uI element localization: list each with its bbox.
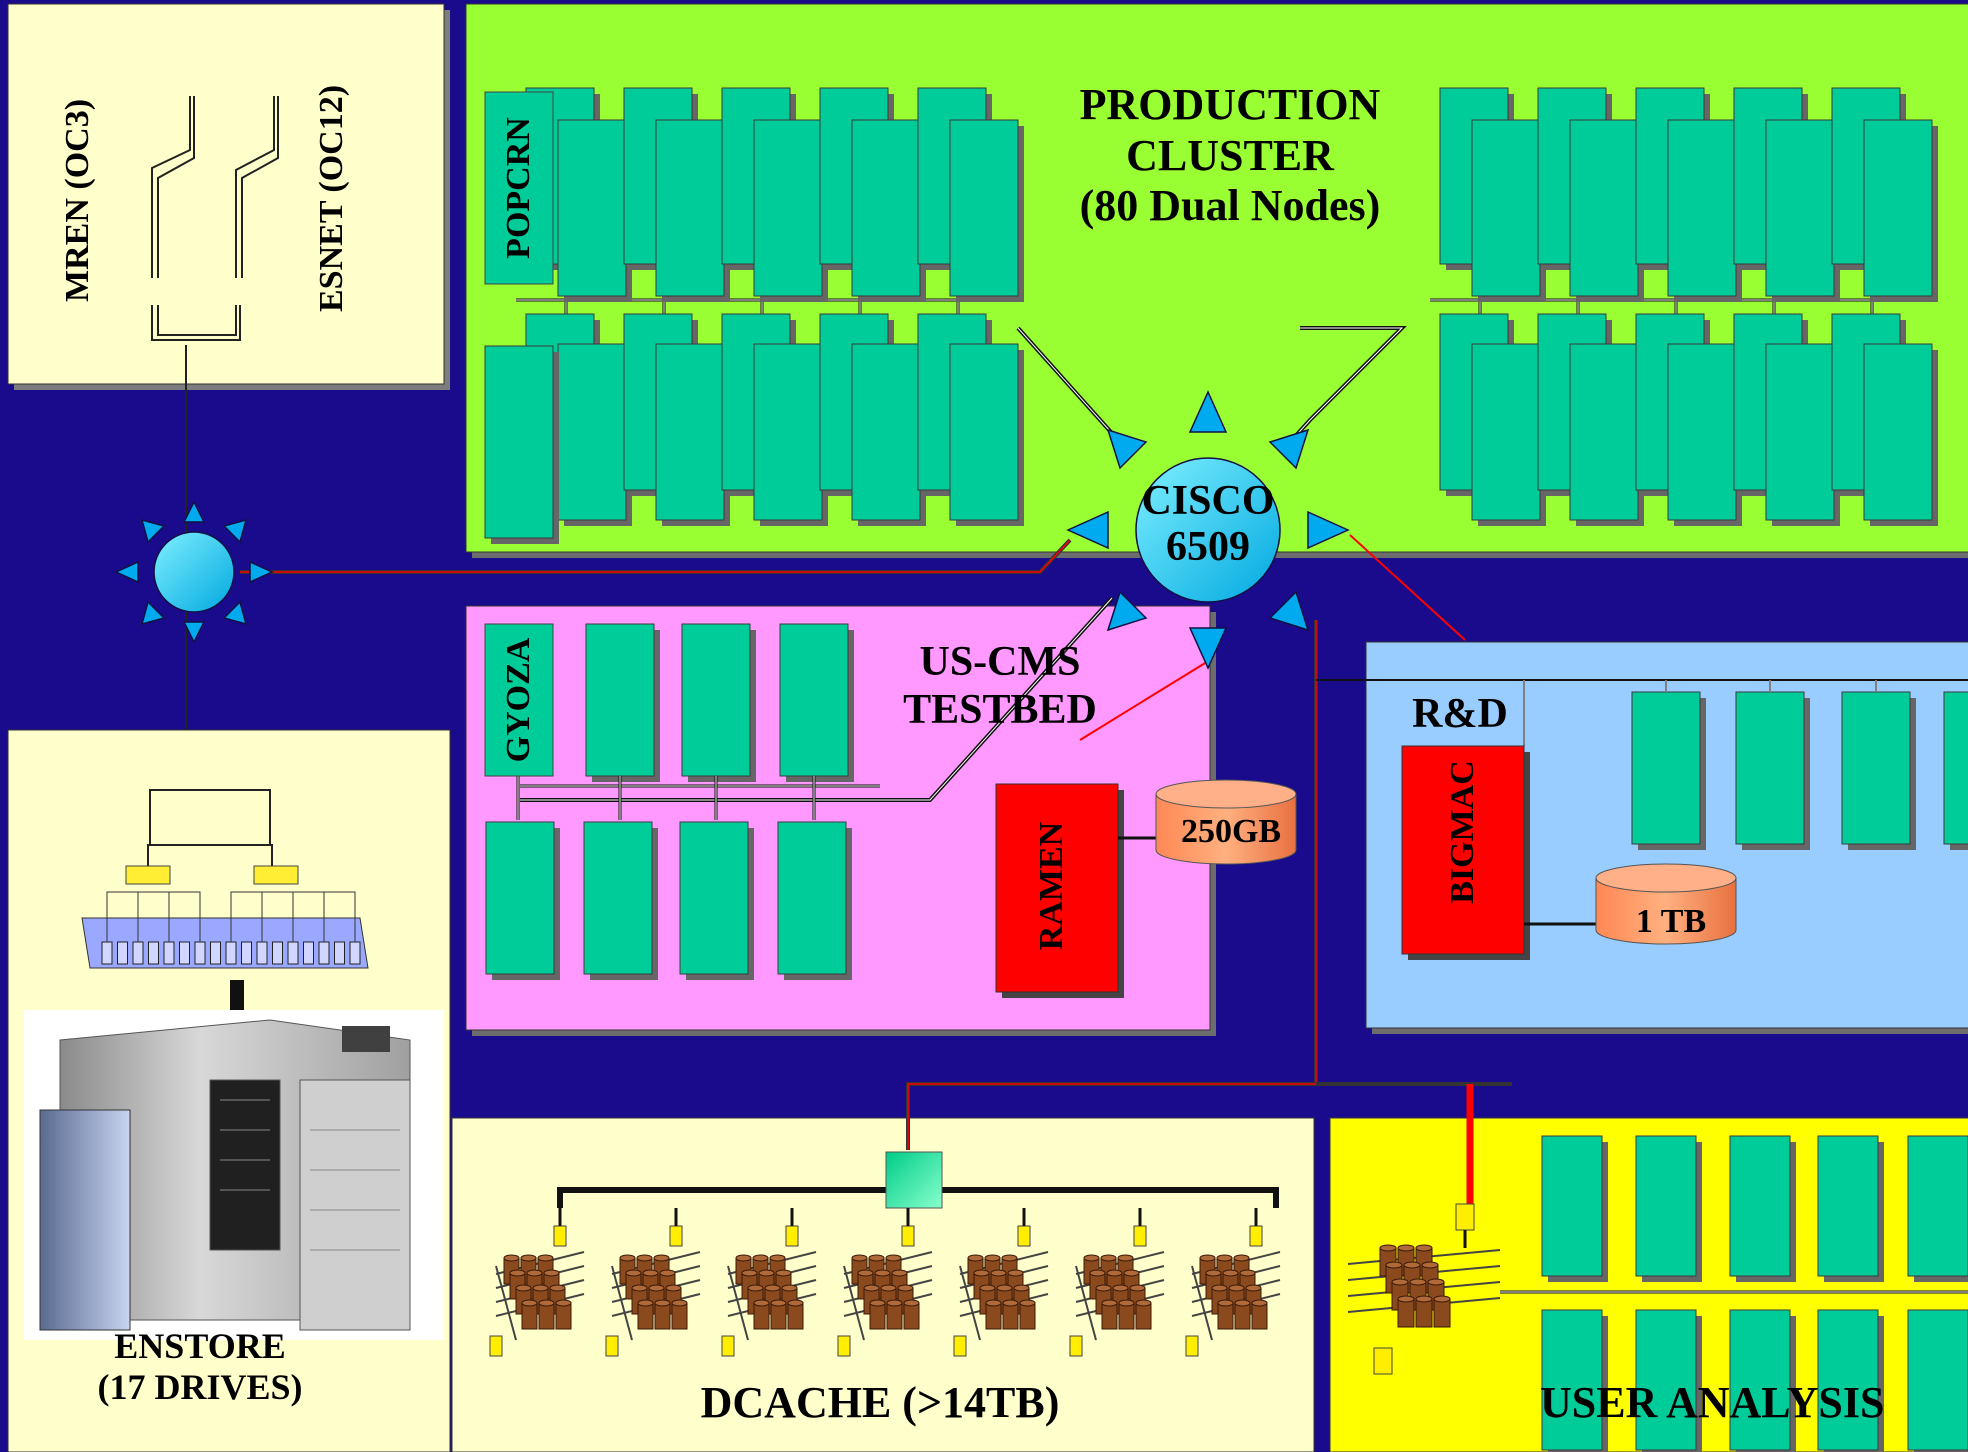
rnd-node <box>1736 692 1810 850</box>
mren-label: MREN (OC3) <box>58 102 98 302</box>
production-node <box>558 344 632 526</box>
testbed-title: US-CMS TESTBED <box>860 638 1140 735</box>
production-node <box>1570 120 1644 302</box>
production-title-line2: CLUSTER <box>1020 131 1440 182</box>
user-analysis-node <box>1542 1136 1608 1282</box>
production-node <box>852 344 926 526</box>
production-node <box>1864 120 1938 302</box>
production-node <box>558 120 632 302</box>
production-node <box>485 346 559 544</box>
production-node <box>1766 120 1840 302</box>
production-node <box>1570 344 1644 526</box>
testbed-node <box>486 822 560 980</box>
rnd-node <box>1632 692 1706 850</box>
enstore-title-line2: (17 DRIVES) <box>40 1367 360 1408</box>
user-analysis-title: USER ANALYSIS <box>1540 1378 1968 1429</box>
testbed-title-line1: US-CMS <box>860 638 1140 686</box>
popcrn-label: POPCRN <box>499 88 539 288</box>
bigmac-label: BIGMAC <box>1443 747 1483 917</box>
rnd-node <box>1842 692 1916 850</box>
testbed-title-line2: TESTBED <box>860 686 1140 734</box>
dcache-title: DCACHE (>14TB) <box>600 1378 1160 1429</box>
testbed-node <box>780 624 854 782</box>
user-analysis-node <box>1730 1136 1796 1282</box>
enstore-title: ENSTORE (17 DRIVES) <box>40 1326 360 1409</box>
cisco-label: CISCO 6509 <box>1118 478 1298 570</box>
user-analysis-node <box>1908 1136 1968 1282</box>
production-node <box>656 120 730 302</box>
enstore-robot <box>24 1010 444 1340</box>
testbed-node <box>680 822 754 980</box>
testbed-node <box>584 822 658 980</box>
production-title-line1: PRODUCTION <box>1020 80 1440 131</box>
esnet-label: ESNET (OC12) <box>312 92 352 312</box>
disk-1tb-label: 1 TB <box>1606 902 1736 941</box>
ramen-label: RAMEN <box>1032 806 1072 966</box>
production-node <box>754 344 828 526</box>
gyoza-label: GYOZA <box>499 620 539 780</box>
production-node <box>852 120 926 302</box>
production-node <box>1472 344 1546 526</box>
production-node <box>1668 120 1742 302</box>
production-node <box>1472 120 1546 302</box>
testbed-node <box>586 624 660 782</box>
production-title-line3: (80 Dual Nodes) <box>1020 181 1440 232</box>
production-node <box>656 344 730 526</box>
testbed-node <box>682 624 756 782</box>
production-title: PRODUCTION CLUSTER (80 Dual Nodes) <box>1020 80 1440 232</box>
production-node <box>1668 344 1742 526</box>
cisco-label-line2: 6509 <box>1118 524 1298 570</box>
rnd-title: R&D <box>1380 690 1540 738</box>
enstore-title-line1: ENSTORE <box>40 1326 360 1367</box>
user-analysis-node <box>1636 1136 1702 1282</box>
production-node <box>950 120 1024 302</box>
disk-250gb-label: 250GB <box>1166 812 1296 851</box>
production-node <box>1864 344 1938 526</box>
production-node <box>754 120 828 302</box>
production-node <box>950 344 1024 526</box>
cisco-label-line1: CISCO <box>1118 478 1298 524</box>
testbed-node <box>778 822 852 980</box>
user-analysis-node <box>1818 1136 1884 1282</box>
production-node <box>1766 344 1840 526</box>
rnd-node <box>1944 692 1968 850</box>
